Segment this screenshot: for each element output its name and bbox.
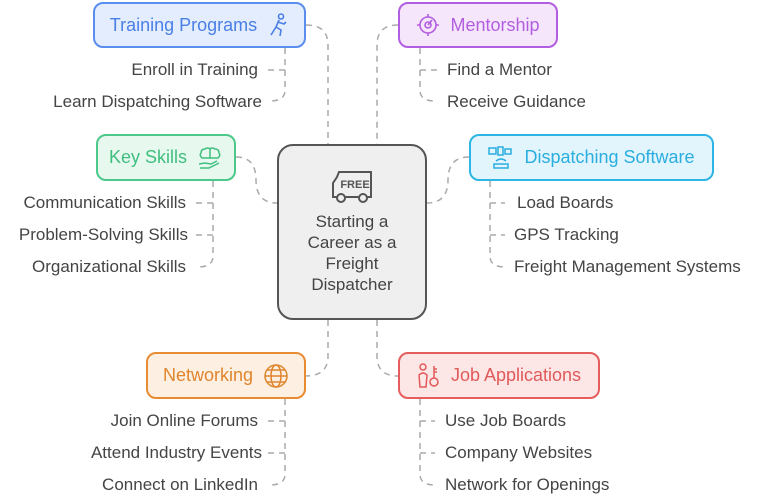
leaf-item: Organizational Skills bbox=[31, 257, 186, 276]
leaf-item: Receive Guidance bbox=[447, 92, 586, 111]
brain-hand-icon bbox=[198, 146, 221, 169]
leaf-item: Problem-Solving Skills bbox=[18, 225, 188, 244]
leaf-item: Connect on LinkedIn bbox=[102, 475, 258, 494]
leaf-item: Join Online Forums bbox=[110, 411, 258, 430]
truck-free-label: FREE bbox=[340, 179, 369, 191]
leaf-item: Enroll in Training bbox=[131, 60, 258, 79]
central-topic[interactable]: FREE Starting a Career as a Freight Disp… bbox=[277, 144, 427, 320]
free-delivery-truck-icon: FREE bbox=[332, 171, 372, 203]
branch-label: Training Programs bbox=[109, 14, 258, 35]
leaf-item: Learn Dispatching Software bbox=[53, 92, 262, 111]
branch-networking[interactable]: Networking bbox=[146, 352, 306, 399]
leaf-item: Attend Industry Events bbox=[90, 443, 262, 462]
branch-dispatching-software[interactable]: Dispatching Software bbox=[469, 134, 714, 181]
branch-label: Mentorship bbox=[450, 14, 540, 35]
branch-label: Job Applications bbox=[450, 365, 582, 385]
target-gauge-icon bbox=[417, 14, 440, 36]
leaf-item: Communication Skills bbox=[23, 193, 187, 212]
branch-key-skills[interactable]: Key Skills bbox=[96, 134, 236, 181]
leaf-item: Freight Management Systems bbox=[514, 257, 741, 276]
leaf-item: GPS Tracking bbox=[514, 225, 619, 244]
leaf-item: Use Job Boards bbox=[445, 411, 566, 430]
branch-training-programs[interactable]: Training Programs bbox=[93, 2, 306, 48]
person-running-icon bbox=[270, 13, 287, 37]
person-key-icon bbox=[418, 362, 439, 388]
devices-network-icon bbox=[488, 145, 513, 169]
central-topic-title: Starting a Career as a Freight Dispatche… bbox=[307, 212, 397, 294]
leaf-item: Company Websites bbox=[445, 443, 593, 462]
leaf-item: Network for Openings bbox=[445, 475, 610, 494]
branch-label: Dispatching Software bbox=[524, 147, 695, 167]
branch-job-applications[interactable]: Job Applications bbox=[398, 352, 600, 399]
leaf-item: Load Boards bbox=[517, 193, 614, 212]
branch-mentorship[interactable]: Mentorship bbox=[398, 2, 558, 48]
leaf-item: Find a Mentor bbox=[447, 60, 552, 79]
branch-label: Key Skills bbox=[108, 147, 188, 167]
branch-label: Networking bbox=[162, 365, 254, 385]
globe-network-icon bbox=[264, 363, 288, 388]
